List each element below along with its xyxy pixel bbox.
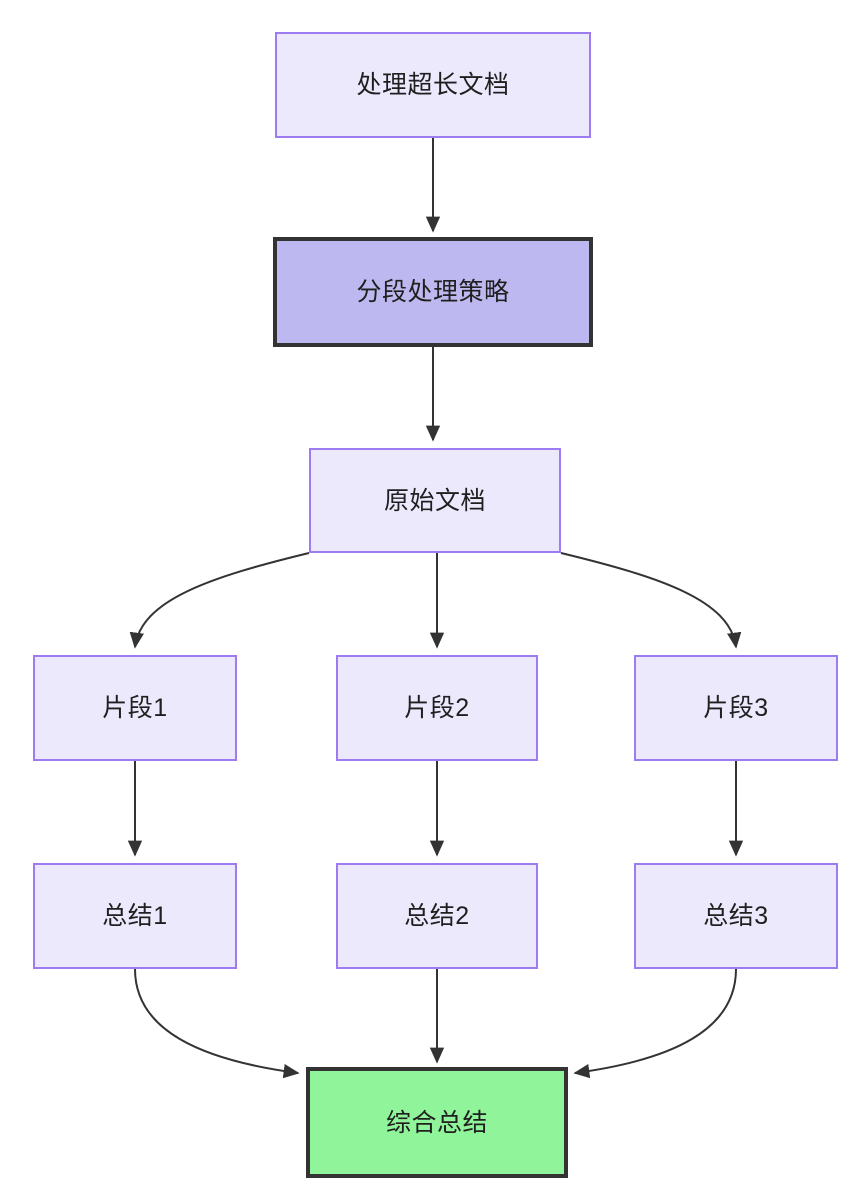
node-summary-2[interactable]: 总结2 bbox=[336, 863, 538, 969]
node-fragment-2[interactable]: 片段2 bbox=[336, 655, 538, 761]
node-label: 总结1 bbox=[102, 902, 168, 930]
node-summary-3[interactable]: 总结3 bbox=[634, 863, 838, 969]
node-summary-1[interactable]: 总结1 bbox=[33, 863, 237, 969]
node-label: 处理超长文档 bbox=[356, 71, 510, 99]
edge-sum1-to-final bbox=[134, 968, 300, 1079]
node-fragment-1[interactable]: 片段1 bbox=[33, 655, 237, 761]
node-label: 片段1 bbox=[102, 694, 168, 722]
node-label: 总结3 bbox=[703, 902, 769, 930]
node-chunking-strategy[interactable]: 分段处理策略 bbox=[273, 237, 593, 347]
edge-source-to-frag3 bbox=[560, 552, 742, 649]
node-label: 片段3 bbox=[703, 694, 769, 722]
node-label: 原始文档 bbox=[383, 486, 486, 515]
node-label: 分段处理策略 bbox=[356, 278, 510, 306]
node-label: 综合总结 bbox=[385, 1108, 488, 1137]
node-final-summary[interactable]: 综合总结 bbox=[306, 1067, 568, 1178]
node-label: 片段2 bbox=[404, 694, 470, 722]
edge-source-to-frag1 bbox=[129, 552, 310, 649]
node-process-long-document[interactable]: 处理超长文档 bbox=[275, 32, 591, 138]
edge-sum3-to-final bbox=[573, 968, 737, 1079]
node-fragment-3[interactable]: 片段3 bbox=[634, 655, 838, 761]
node-source-document[interactable]: 原始文档 bbox=[309, 448, 561, 553]
node-label: 总结2 bbox=[404, 902, 470, 930]
